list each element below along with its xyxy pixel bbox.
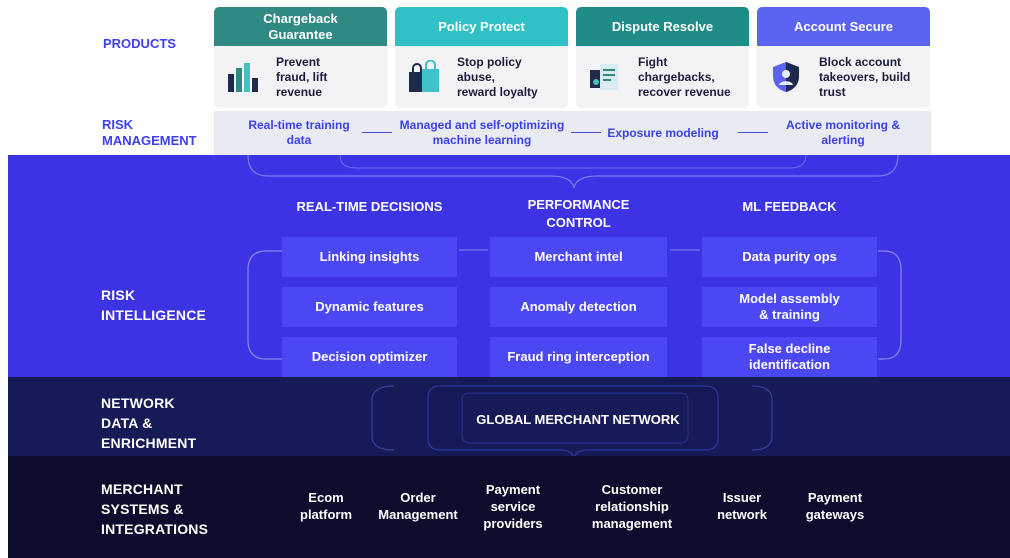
merchant-systems-label: MERCHANT SYSTEMS & INTEGRATIONS	[101, 481, 209, 537]
capability-box[interactable]: False decline identification	[702, 337, 877, 377]
integration-item: Ecom platform	[300, 490, 352, 522]
product-card-account-secure[interactable]: Account Secure Block account takeovers, …	[757, 7, 930, 108]
product-title: Policy Protect	[395, 7, 568, 46]
connector-line	[738, 132, 768, 133]
network-data-label: NETWORK DATA & ENRICHMENT	[101, 395, 197, 451]
risk-management-strip	[214, 111, 931, 155]
capability-box[interactable]: Fraud ring interception	[490, 337, 667, 377]
global-merchant-network: GLOBAL MERCHANT NETWORK	[476, 411, 680, 427]
product-description: Block account takeovers, build trust	[819, 54, 911, 99]
connector-line	[571, 132, 601, 133]
capability-box[interactable]: Merchant intel	[490, 237, 667, 277]
capability-box[interactable]: Decision optimizer	[282, 337, 457, 377]
product-title: Chargeback Guarantee	[214, 7, 387, 46]
column-heading-performance-control: PERFORMANCE CONTROL	[527, 197, 630, 230]
integration-item: Payment gateways	[805, 490, 865, 522]
connector-line	[362, 132, 392, 133]
product-title: Account Secure	[757, 7, 930, 46]
integration-item: Customer relationship management	[591, 481, 673, 531]
secure-profile-icon	[773, 62, 799, 92]
risk-management-item: Real-time training data	[248, 118, 350, 147]
risk-management-item: Managed and self-optimizing machine lear…	[399, 118, 565, 147]
capability-box[interactable]: Model assembly & training	[702, 287, 877, 327]
product-description: Prevent fraud, lift revenue	[276, 54, 328, 99]
risk-management-label: RISK MANAGEMENT	[102, 117, 197, 148]
column-heading-ml-feedback: ML FEEDBACK	[742, 199, 837, 214]
product-description: Fight chargebacks, recover revenue	[638, 54, 731, 99]
product-card-dispute-resolve[interactable]: Dispute Resolve Fight chargebacks, recov…	[576, 7, 749, 108]
capability-box[interactable]: Data purity ops	[702, 237, 877, 277]
risk-intelligence-label: RISK INTELLIGENCE	[101, 287, 207, 323]
capability-box[interactable]: Anomaly detection	[490, 287, 667, 327]
products-row-label: PRODUCTS	[103, 36, 176, 51]
document-receipt-icon	[590, 64, 618, 90]
capability-box[interactable]: Linking insights	[282, 237, 457, 277]
capability-box[interactable]: Dynamic features	[282, 287, 457, 327]
integration-item: Issuer network	[717, 490, 767, 522]
product-title: Dispute Resolve	[576, 7, 749, 46]
column-heading-real-time-decisions: REAL-TIME DECISIONS	[296, 199, 443, 214]
integration-item: Payment service providers	[483, 481, 543, 531]
product-description: Stop policy abuse, reward loyalty	[457, 54, 538, 99]
product-card-chargeback-guarantee[interactable]: Chargeback Guarantee Prevent fraud, lift…	[214, 7, 387, 108]
risk-management-item: Exposure modeling	[607, 125, 719, 140]
integration-item: Order Management	[378, 490, 458, 522]
bar-chart-icon	[228, 63, 258, 92]
risk-management-item: Active monitoring & alerting	[785, 118, 900, 147]
shopping-bags-icon	[409, 60, 439, 92]
merchant-systems-band	[8, 456, 1010, 558]
product-card-policy-protect[interactable]: Policy Protect Stop policy abuse, reward…	[395, 7, 568, 108]
